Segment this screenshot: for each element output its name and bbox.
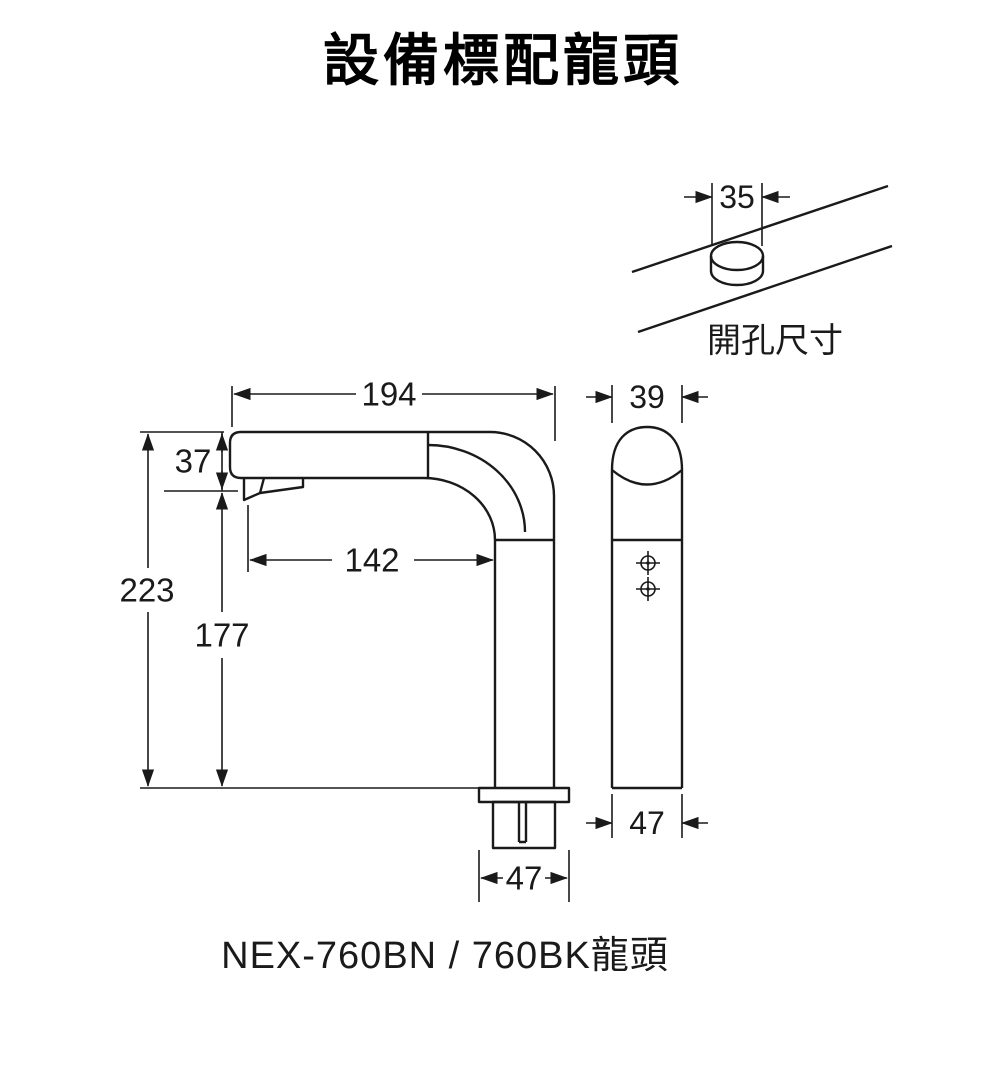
side-view-dimensions: 39 47 — [586, 379, 708, 841]
dim-side-base-width: 47 — [629, 805, 665, 841]
side-head-dome — [610, 425, 684, 471]
front-view-dimensions: 194 37 223 177 142 47 — [119, 376, 570, 902]
counter-edge-line — [637, 244, 893, 334]
crosshair-center-dot — [646, 587, 650, 591]
dim-hole-diameter: 35 — [719, 179, 755, 215]
dim-spout-reach: 142 — [344, 542, 399, 579]
faucet-inner-outline — [423, 476, 497, 788]
bend-inner-line — [427, 443, 527, 533]
hole-ellipse — [709, 240, 765, 272]
faucet-outer-outline — [252, 430, 556, 788]
crosshair-center-dot — [646, 561, 650, 565]
mounting-shank — [491, 800, 557, 850]
side-view-drawing — [610, 425, 684, 790]
side-head-underside — [611, 469, 683, 486]
dim-spout-height: 37 — [175, 443, 212, 480]
nozzle-detail-line — [258, 477, 266, 494]
hole-detail-label: 開孔尺寸 — [707, 322, 843, 360]
dim-side-top-width: 39 — [629, 379, 665, 415]
front-view-drawing — [228, 430, 571, 850]
hole-cylinder — [709, 256, 765, 287]
dim-spout-length: 194 — [361, 376, 416, 413]
dim-base-width: 47 — [506, 860, 543, 897]
nozzle-shape — [242, 478, 305, 502]
dim-total-height: 223 — [119, 572, 174, 609]
counter-edge-line — [631, 184, 889, 274]
base-plate — [477, 786, 571, 804]
page-title: 設備標配龍頭 — [323, 29, 683, 92]
dim-body-height: 177 — [194, 617, 249, 654]
hole-detail-drawing: 35 開孔尺寸 — [631, 179, 893, 360]
spout-tip-cap — [228, 430, 252, 480]
supply-pipe — [517, 802, 528, 844]
model-caption: NEX-760BN / 760BK龍頭 — [221, 935, 669, 977]
